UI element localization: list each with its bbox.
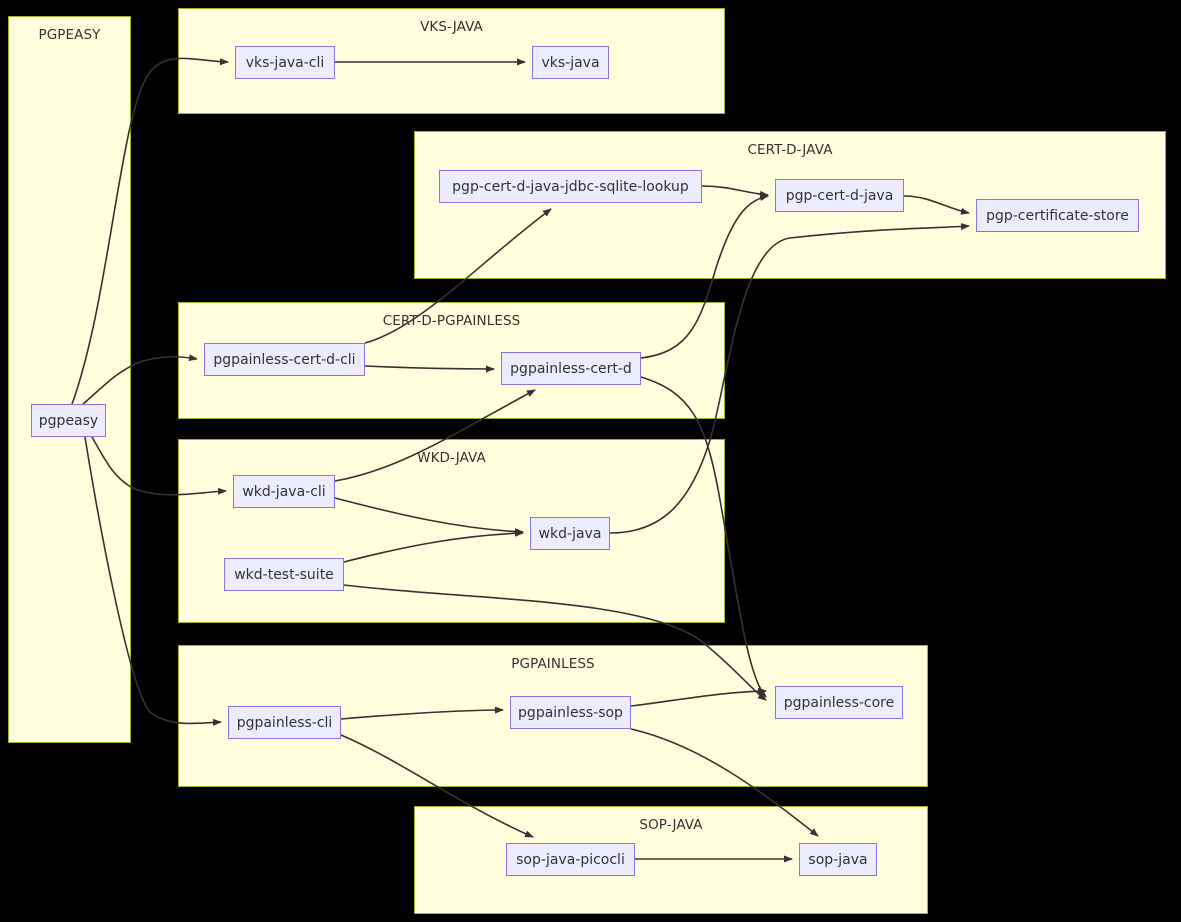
node-label-vks-java: vks-java xyxy=(541,54,600,71)
node-label-pgpeasy: pgpeasy xyxy=(38,412,99,429)
node-label-wkd-java: wkd-java xyxy=(538,525,602,542)
node-label-sop-java: sop-java xyxy=(808,851,868,868)
cluster-label-wkd-java: WKD-JAVA xyxy=(417,450,486,466)
node-pgp-cert-d-java[interactable]: pgp-cert-d-java xyxy=(775,179,904,212)
node-label-pgpainless-cert-d-cli: pgpainless-cert-d-cli xyxy=(213,351,356,368)
node-label-pgpainless-cli: pgpainless-cli xyxy=(236,714,333,731)
cluster-label-pgpeasy: PGPEASY xyxy=(38,27,101,43)
node-vks-java-cli[interactable]: vks-java-cli xyxy=(235,46,335,79)
node-sop-java-picocli[interactable]: sop-java-picocli xyxy=(506,843,635,876)
edge-pgp-cert-d-java-to-pgp-certificate-store xyxy=(903,195,970,215)
edge-pgpainless-sop-to-pgpainless-core xyxy=(630,687,767,707)
node-pgpainless-cli[interactable]: pgpainless-cli xyxy=(228,706,341,739)
node-pgpeasy[interactable]: pgpeasy xyxy=(31,404,106,437)
edge-pgpeasy-to-pgpainless-cert-d-cli xyxy=(82,354,198,405)
edge-pgpainless-cert-d-to-pgp-cert-d-java xyxy=(640,194,769,359)
edge-pgpainless-cert-d-to-pgpainless-core xyxy=(640,376,767,698)
node-label-pgpainless-cert-d: pgpainless-cert-d xyxy=(510,360,632,377)
edge-pgpeasy-to-pgpainless-cli xyxy=(84,436,222,726)
edge-pgpainless-cli-to-pgpainless-sop xyxy=(340,706,504,720)
edge-pgpeasy-to-wkd-java-cli xyxy=(91,436,227,496)
edge-wkd-java-to-pgp-certificate-store xyxy=(609,223,970,534)
edge-wkd-java-cli-to-wkd-java xyxy=(334,497,524,536)
cluster-label-vks-java: VKS-JAVA xyxy=(420,19,483,35)
edge-pgpainless-cert-d-cli-to-pgpainless-cert-d xyxy=(364,365,495,373)
node-wkd-java[interactable]: wkd-java xyxy=(530,517,610,550)
node-label-pgpainless-sop: pgpainless-sop xyxy=(518,704,623,721)
edge-pgpeasy-to-vks-java-cli xyxy=(71,57,229,405)
node-wkd-test-suite[interactable]: wkd-test-suite xyxy=(224,558,344,591)
node-label-vks-java-cli: vks-java-cli xyxy=(245,54,325,71)
cluster-label-pgpainless: PGPAINLESS xyxy=(511,656,595,672)
edge-wkd-test-suite-to-pgpainless-core xyxy=(343,584,767,701)
node-pgpainless-cert-d[interactable]: pgpainless-cert-d xyxy=(501,352,641,385)
node-vks-java[interactable]: vks-java xyxy=(532,46,609,79)
node-sop-java[interactable]: sop-java xyxy=(799,843,877,876)
node-pgpainless-core[interactable]: pgpainless-core xyxy=(775,686,903,719)
edge-wkd-test-suite-to-wkd-java xyxy=(343,529,524,563)
node-label-wkd-test-suite: wkd-test-suite xyxy=(234,566,334,583)
node-label-sop-java-picocli: sop-java-picocli xyxy=(516,851,625,868)
edge-pgpainless-cli-to-sop-java-picocli xyxy=(340,734,534,838)
edge-wkd-java-cli-to-pgpainless-cert-d xyxy=(334,389,536,482)
node-label-wkd-java-cli: wkd-java-cli xyxy=(242,483,326,500)
node-wkd-java-cli[interactable]: wkd-java-cli xyxy=(233,475,335,508)
node-label-pgpainless-core: pgpainless-core xyxy=(783,694,895,711)
edge-pgpainless-cert-d-cli-to-pgp-cert-d-java-jdbc-sqlite-lookup xyxy=(364,208,552,344)
node-pgp-cert-d-java-jdbc-sqlite-lookup[interactable]: pgp-cert-d-java-jdbc-sqlite-lookup xyxy=(439,170,702,203)
node-label-pgp-cert-d-java-jdbc-sqlite-lookup: pgp-cert-d-java-jdbc-sqlite-lookup xyxy=(452,178,689,195)
node-label-pgp-certificate-store: pgp-certificate-store xyxy=(986,207,1129,224)
edge-pgp-cert-d-java-jdbc-sqlite-lookup-to-pgp-cert-d-java xyxy=(701,185,769,198)
node-pgpainless-sop[interactable]: pgpainless-sop xyxy=(510,696,631,729)
cluster-label-sop-java: SOP-JAVA xyxy=(639,817,703,833)
cluster-label-cert-d-java: CERT-D-JAVA xyxy=(747,142,833,158)
edge-pgpainless-sop-to-sop-java xyxy=(630,728,819,837)
node-pgpainless-cert-d-cli[interactable]: pgpainless-cert-d-cli xyxy=(204,343,365,376)
node-pgp-certificate-store[interactable]: pgp-certificate-store xyxy=(976,199,1139,232)
node-label-pgp-cert-d-java: pgp-cert-d-java xyxy=(785,187,894,204)
